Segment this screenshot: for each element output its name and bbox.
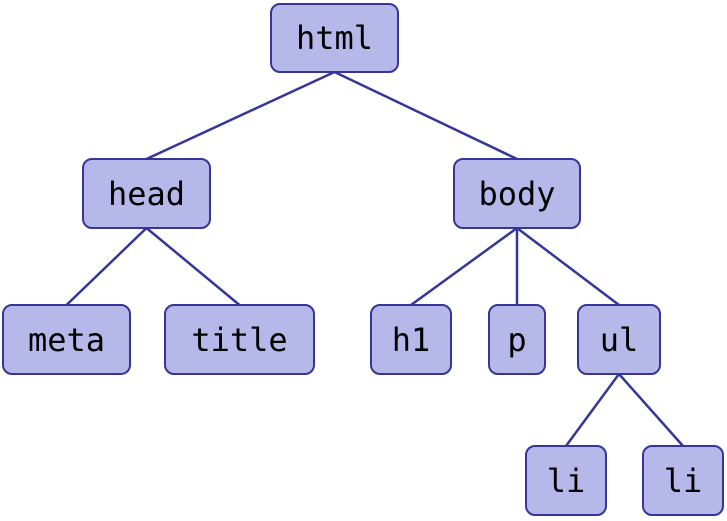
edge-head-title <box>145 227 241 306</box>
edge-html-head <box>145 70 336 161</box>
edge-head-meta <box>65 227 148 306</box>
edge-body-ul <box>516 227 620 306</box>
node-meta: meta <box>2 304 131 375</box>
node-h1: h1 <box>370 304 452 375</box>
node-html: html <box>270 3 399 73</box>
node-title: title <box>164 304 315 375</box>
edge-ul-li_2 <box>618 373 684 447</box>
node-body: body <box>453 158 581 229</box>
edge-html-body <box>333 70 518 161</box>
node-p: p <box>488 304 546 375</box>
edge-body-h1 <box>410 226 518 307</box>
node-head: head <box>82 158 211 229</box>
node-li-2: li <box>642 445 724 516</box>
edge-ul-li_1 <box>564 373 621 447</box>
node-li-1: li <box>525 445 607 516</box>
node-ul: ul <box>577 304 661 375</box>
